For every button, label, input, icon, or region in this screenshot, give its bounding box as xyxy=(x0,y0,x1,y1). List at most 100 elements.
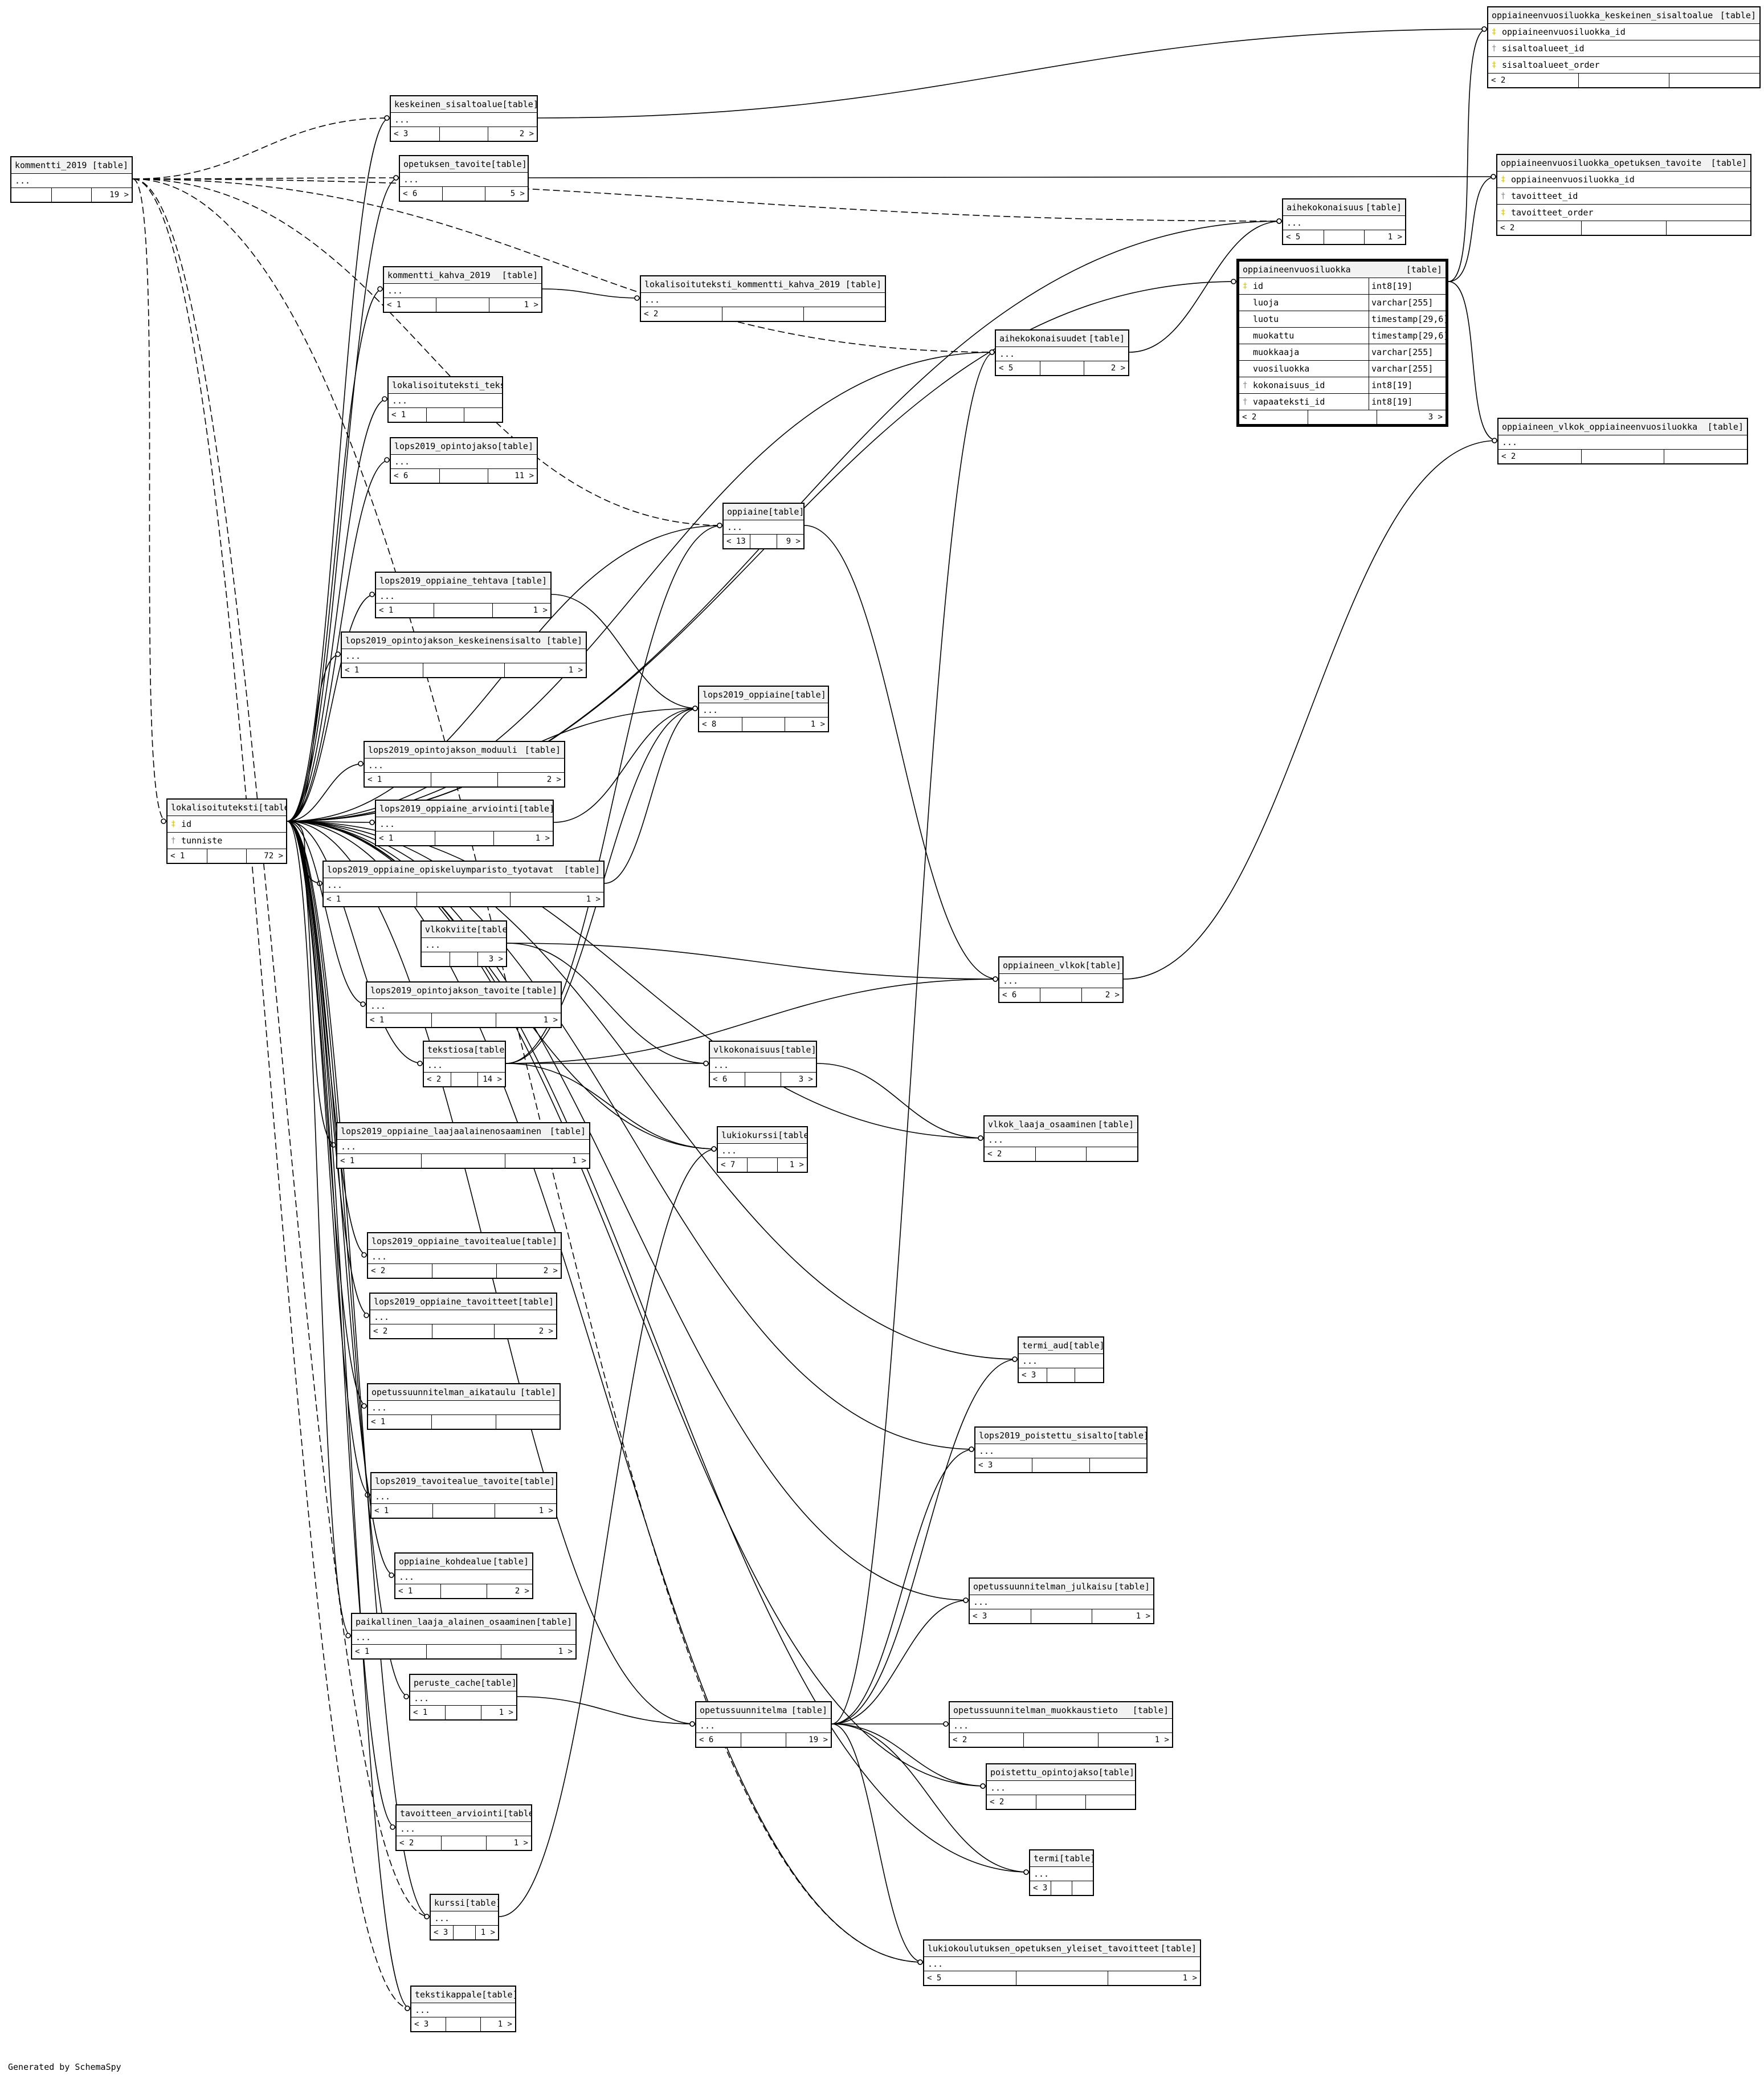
parents-count[interactable]: < 2 xyxy=(1242,413,1257,422)
children-count[interactable] xyxy=(1089,1458,1146,1472)
children-count[interactable] xyxy=(1085,1795,1135,1809)
parents-count[interactable]: < 1 xyxy=(387,300,402,309)
children-count[interactable]: 1 > xyxy=(1108,1971,1200,1985)
parents-count[interactable]: < 1 xyxy=(355,1647,370,1656)
table-lukiokurssi[interactable]: lukiokurssi[table]...< 71 > xyxy=(717,1126,808,1173)
table-lokalisoituteksti-teksti[interactable]: lokalisoituteksti_teksti[table]...< 1 xyxy=(387,376,503,423)
table-tavoitteen-arviointi[interactable]: tavoitteen_arviointi[table]...< 21 > xyxy=(395,1804,532,1851)
children-count[interactable]: 3 > xyxy=(1377,410,1446,424)
parents-count[interactable]: < 2 xyxy=(644,309,659,319)
table-paikallinen-laaja-alainen-osaaminen[interactable]: paikallinen_laaja_alainen_osaaminen[tabl… xyxy=(351,1613,577,1660)
parents-count[interactable]: < 5 xyxy=(999,364,1014,373)
table-oppiaineenvuosiluokka-keskeinen-sisaltoalue[interactable]: oppiaineenvuosiluokka_keskeinen_sisaltoa… xyxy=(1487,6,1761,88)
children-count[interactable]: 1 > xyxy=(1092,1609,1153,1623)
children-count[interactable]: 2 > xyxy=(1081,988,1122,1002)
children-count[interactable]: 2 > xyxy=(486,1584,532,1598)
parents-count[interactable]: < 1 xyxy=(368,775,382,784)
table-tekstiosa[interactable]: tekstiosa[table]...< 214 > xyxy=(423,1041,506,1087)
table-lops2019-oppiaine-arviointi[interactable]: lops2019_oppiaine_arviointi[table]...< 1… xyxy=(375,800,554,846)
children-count[interactable]: 1 > xyxy=(504,663,586,677)
parents-count[interactable]: < 6 xyxy=(403,189,418,198)
parents-count[interactable]: < 6 xyxy=(699,1735,714,1744)
table-oppiaineenvuosiluokka-opetuksen-tavoite[interactable]: oppiaineenvuosiluokka_opetuksen_tavoite[… xyxy=(1496,154,1751,236)
children-count[interactable]: 1 > xyxy=(494,1504,556,1518)
parents-count[interactable]: < 2 xyxy=(399,1838,414,1848)
parents-count[interactable]: < 3 xyxy=(978,1461,993,1470)
children-count[interactable]: 72 > xyxy=(246,849,286,863)
children-count[interactable]: 1 > xyxy=(480,1706,516,1719)
parents-count[interactable]: < 3 xyxy=(1033,1884,1048,1893)
parents-count[interactable]: < 2 xyxy=(953,1735,967,1744)
parents-count[interactable]: < 1 xyxy=(398,1587,413,1596)
children-count[interactable]: 1 > xyxy=(486,1836,531,1850)
children-count[interactable]: 1 > xyxy=(505,1154,589,1168)
children-count[interactable] xyxy=(1075,1368,1103,1382)
table-lops2019-oppiaine-tavoitealue[interactable]: lops2019_oppiaine_tavoitealue[table]...<… xyxy=(367,1232,562,1279)
children-count[interactable]: 2 > xyxy=(1084,361,1128,375)
parents-count[interactable]: < 5 xyxy=(927,1974,942,1983)
parents-count[interactable]: < 2 xyxy=(371,1266,386,1275)
parents-count[interactable]: < 2 xyxy=(373,1327,388,1336)
children-count[interactable]: 2 > xyxy=(494,1324,556,1338)
table-termi-aud[interactable]: termi_aud[table]...< 3 xyxy=(1018,1336,1104,1383)
children-count[interactable] xyxy=(1664,450,1747,463)
parents-count[interactable]: < 8 xyxy=(702,720,717,729)
children-count[interactable]: 1 > xyxy=(488,298,541,312)
parents-count[interactable]: < 3 xyxy=(414,2020,429,2029)
table-lops2019-oppiaine-opiskeluymparisto-tyotavat[interactable]: lops2019_oppiaine_opiskeluymparisto_tyot… xyxy=(322,861,605,907)
parents-count[interactable]: < 2 xyxy=(427,1075,442,1084)
parents-count[interactable]: < 6 xyxy=(713,1075,728,1084)
parents-count[interactable]: < 1 xyxy=(326,895,341,904)
parents-count[interactable]: < 1 xyxy=(374,1506,389,1515)
children-count[interactable] xyxy=(464,408,502,422)
children-count[interactable]: 9 > xyxy=(777,535,803,548)
parents-count[interactable]: < 2 xyxy=(990,1797,1004,1807)
table-lokalisoituteksti[interactable]: lokalisoituteksti[table]‡id†tunniste< 17… xyxy=(166,798,287,864)
table-lops2019-oppiaine-laajaalainenosaaminen[interactable]: lops2019_oppiaine_laajaalainenosaaminen[… xyxy=(336,1122,590,1169)
children-count[interactable]: 5 > xyxy=(485,187,528,201)
parents-count[interactable] xyxy=(11,188,51,202)
parents-count[interactable]: < 2 xyxy=(987,1149,1002,1159)
children-count[interactable]: 3 > xyxy=(477,952,506,966)
children-count[interactable]: 19 > xyxy=(91,188,132,202)
table-termi[interactable]: termi[table]...< 3 xyxy=(1029,1849,1094,1896)
table-kommentti-2019[interactable]: kommentti_2019[table]...19 > xyxy=(10,156,133,203)
parents-count[interactable]: < 1 xyxy=(391,410,406,419)
parents-count[interactable]: < 2 xyxy=(1501,452,1516,461)
parents-count[interactable]: < 1 xyxy=(170,851,185,861)
table-vlkokviite[interactable]: vlkokviite[table]...3 > xyxy=(420,920,507,967)
parents-count[interactable]: < 1 xyxy=(413,1708,428,1717)
parents-count[interactable]: < 1 xyxy=(379,834,394,843)
table-lokalisoituteksti-kommentti-kahva-2019[interactable]: lokalisoituteksti_kommentti_kahva_2019[t… xyxy=(640,275,886,322)
parents-count[interactable] xyxy=(422,952,450,966)
children-count[interactable]: 1 > xyxy=(480,2017,515,2031)
children-count[interactable] xyxy=(495,1415,560,1429)
parents-count[interactable]: < 3 xyxy=(973,1612,987,1621)
children-count[interactable] xyxy=(1072,1881,1093,1895)
children-count[interactable]: 2 > xyxy=(496,1264,561,1278)
parents-count[interactable]: < 6 xyxy=(394,471,409,480)
children-count[interactable]: 2 > xyxy=(488,127,537,141)
table-lukiokoulutuksen-opetuksen-yleiset-tavoitteet[interactable]: lukiokoulutuksen_opetuksen_yleiset_tavoi… xyxy=(923,1939,1201,1986)
table-vlkok-laaja-osaaminen[interactable]: vlkok_laaja_osaaminen[table]...< 2 xyxy=(983,1115,1138,1162)
parents-count[interactable]: < 7 xyxy=(721,1160,736,1169)
children-count[interactable]: 14 > xyxy=(477,1073,505,1086)
parents-count[interactable]: < 3 xyxy=(434,1928,448,1937)
table-lops2019-opintojakson-tavoite[interactable]: lops2019_opintojakson_tavoite[table]...<… xyxy=(366,981,562,1028)
parents-count[interactable]: < 5 xyxy=(1286,233,1301,242)
